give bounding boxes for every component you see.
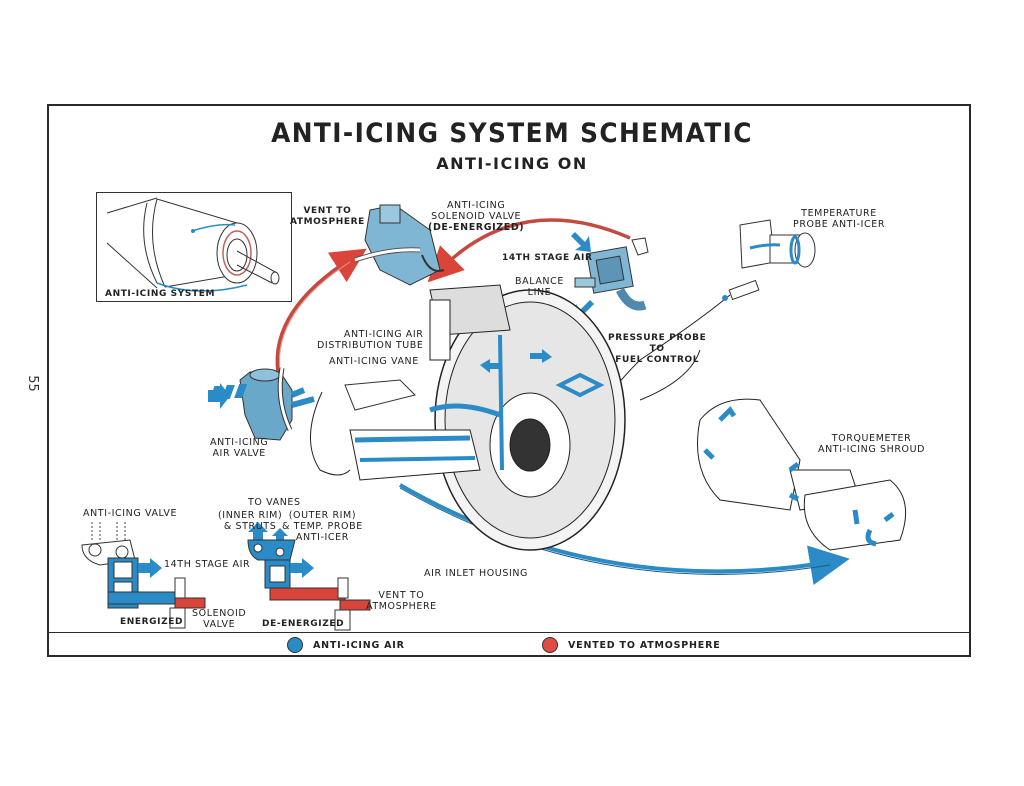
label-inner-rim: (INNER RIM) & STRUTS [218, 510, 283, 532]
legend-divider [47, 632, 971, 633]
schematic-frame [47, 104, 971, 657]
label-air-valve: ANTI-ICING AIR VALVE [210, 437, 269, 459]
anti-icing-system-inset: ANTI-ICING SYSTEM [96, 192, 292, 302]
inset-caption: ANTI-ICING SYSTEM [105, 289, 215, 299]
label-anti-icing-valve: ANTI-ICING VALVE [83, 508, 178, 519]
label-air-inlet-housing: AIR INLET HOUSING [424, 568, 529, 579]
legend-anti-icing-air: ANTI-ICING AIR [287, 637, 405, 653]
air-inlet-housing-illustration [349, 284, 626, 551]
label-torquemeter: TORQUEMETER ANTI-ICING SHROUD [818, 433, 926, 455]
solenoid-valve-illustration [354, 204, 445, 286]
page-subtitle: ANTI-ICING ON [436, 154, 588, 173]
engine-overview-illustration [106, 197, 280, 292]
label-14th-stage-air: 14TH STAGE AIR [502, 253, 593, 263]
fourteenth-stage-valve-illustration [571, 232, 649, 320]
vent-line-left-inner [278, 261, 351, 373]
anti-icing-line-to-torquemeter [399, 483, 850, 585]
red-swatch-icon [542, 637, 558, 653]
label-to-vanes: TO VANES [248, 497, 301, 508]
label-vent-to-atmosphere: VENT TO ATMOSPHERE [290, 206, 365, 227]
anti-icing-vane-illustration [209, 379, 416, 411]
label-14th-stage-air-detail: 14TH STAGE AIR [164, 559, 251, 570]
label-distribution-tube: ANTI-ICING AIR DISTRIBUTION TUBE [317, 329, 424, 351]
valve-detail-de-energized [247, 522, 371, 631]
page-title: ANTI-ICING SYSTEM SCHEMATIC [271, 118, 753, 149]
pressure-probe-line [639, 349, 701, 401]
vent-line-to-solenoid [275, 248, 367, 373]
air-valve-line [310, 391, 351, 476]
solenoid-signal-line [427, 218, 631, 283]
label-de-energized: DE-ENERGIZED [262, 619, 345, 629]
label-balance-line: BALANCE LINE [515, 276, 564, 298]
label-solenoid-valve: ANTI-ICING SOLENOID VALVE (DE-ENERGIZED) [428, 200, 525, 233]
label-solenoid-valve-detail: SOLENOID VALVE [192, 608, 247, 630]
label-vent-to-atmosphere-detail: VENT TO ATMOSPHERE [366, 590, 437, 612]
label-outer-rim: (OUTER RIM) & TEMP. PROBE ANTI-ICER [282, 510, 363, 543]
legend-vented-to-atmosphere: VENTED TO ATMOSPHERE [542, 637, 721, 653]
anti-icing-air-valve-illustration [208, 367, 315, 441]
label-pressure-probe: PRESSURE PROBE TO FUEL CONTROL [608, 333, 707, 365]
label-anti-icing-vane: ANTI-ICING VANE [329, 356, 419, 367]
label-energized: ENERGIZED [120, 617, 184, 627]
blue-swatch-icon [287, 637, 303, 653]
label-temperature-probe: TEMPERATURE PROBE ANTI-ICER [793, 208, 886, 230]
torquemeter-shroud-illustration [697, 398, 907, 551]
temperature-probe-illustration [722, 219, 816, 301]
inlet-arrow-14th-stage [571, 232, 591, 252]
valve-detail-energized [81, 522, 206, 629]
